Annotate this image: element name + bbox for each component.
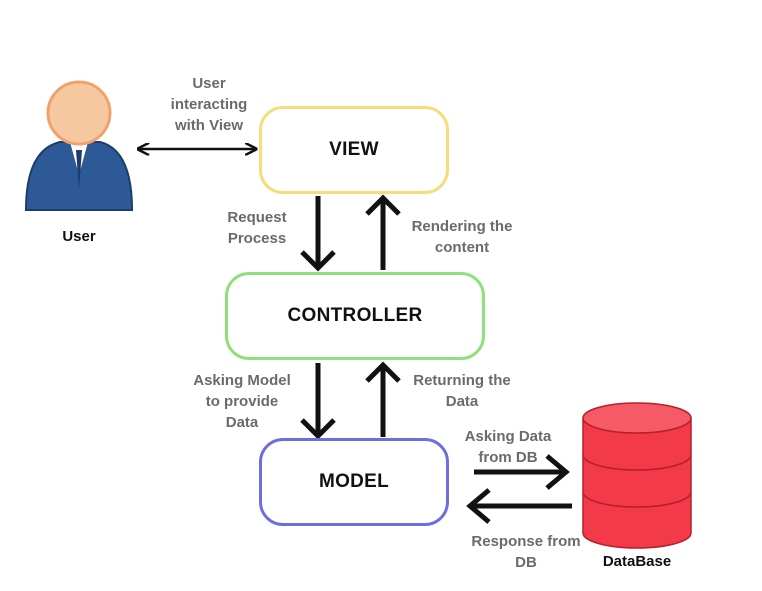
database-caption: DataBase [602, 553, 672, 570]
controller-to-model-arrow [300, 363, 336, 440]
asking-db-label: Asking Data from DB [464, 428, 552, 466]
response-db-label: Response from DB [471, 533, 581, 571]
db-to-model-arrow [466, 488, 572, 524]
view-node: VIEW [259, 106, 449, 194]
request-process-label: Request Process [227, 209, 287, 247]
view-label: VIEW [329, 139, 379, 160]
asking-model-label: Asking Model to provide Data [193, 372, 291, 431]
database-icon [582, 402, 692, 549]
view-to-controller-arrow [300, 196, 336, 272]
controller-node: CONTROLLER [225, 272, 485, 360]
model-label: MODEL [318, 471, 390, 492]
rendering-content-label: Rendering the content [411, 218, 513, 256]
user-view-edge-label: User interacting with View [170, 75, 248, 134]
model-node: MODEL [259, 438, 449, 526]
model-to-controller-arrow [365, 361, 401, 437]
returning-data-label: Returning the Data [413, 372, 511, 410]
controller-label: CONTROLLER [287, 305, 423, 326]
user-caption: User [62, 228, 96, 245]
user-icon [24, 80, 134, 211]
controller-to-view-arrow [365, 194, 401, 270]
model-to-db-arrow [474, 454, 570, 490]
